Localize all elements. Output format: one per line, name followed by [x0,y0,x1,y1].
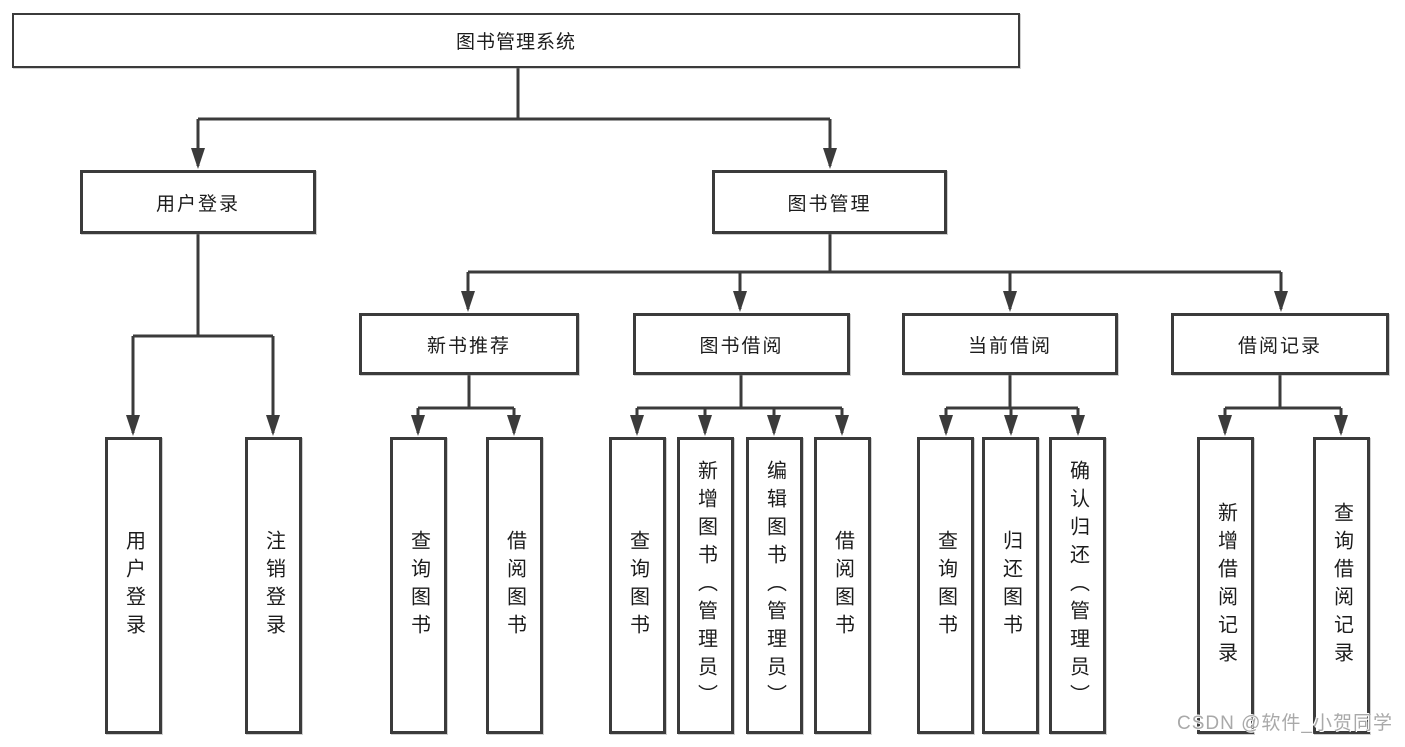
leaf-recommend-borrow-books-label: 借阅图书 [503,529,526,642]
leaf-add-books-admin: 新增图书（管理员） [677,437,734,734]
leaf-query-borrow-record: 查询借阅记录 [1313,437,1370,734]
node-new-book-recommend-label: 新书推荐 [426,335,511,357]
node-new-book-recommend: 新书推荐 [359,313,579,375]
leaf-current-query-books: 查询图书 [917,437,974,734]
csdn-watermark: CSDN @软件_小贺同学 [1177,713,1393,734]
node-user-login: 用户登录 [80,170,316,234]
node-book-management-label: 图书管理 [787,193,872,215]
node-user-login-label: 用户登录 [155,193,240,215]
leaf-borrow-query-books-label: 查询图书 [626,529,649,642]
leaf-return-books: 归还图书 [982,437,1039,734]
node-book-borrow-label: 图书借阅 [699,335,784,357]
node-root-label: 图书管理系统 [455,32,576,53]
leaf-add-borrow-record: 新增借阅记录 [1197,437,1254,734]
leaf-borrow-books: 借阅图书 [814,437,871,734]
leaf-edit-books-admin: 编辑图书（管理员） [746,437,803,734]
leaf-user-login: 用户登录 [105,437,162,734]
leaf-user-login-label: 用户登录 [122,529,145,642]
node-book-borrow: 图书借阅 [633,313,850,375]
leaf-borrow-books-label: 借阅图书 [831,529,854,642]
leaf-edit-books-admin-label: 编辑图书（管理员） [763,459,786,712]
leaf-return-books-label: 归还图书 [999,529,1022,642]
leaf-logout-label: 注销登录 [262,529,285,642]
node-borrow-records-label: 借阅记录 [1237,335,1322,357]
leaf-add-books-admin-label: 新增图书（管理员） [694,459,717,712]
leaf-recommend-borrow-books: 借阅图书 [486,437,543,734]
leaf-logout: 注销登录 [245,437,302,734]
leaf-borrow-query-books: 查询图书 [609,437,666,734]
leaf-confirm-return-admin-label: 确认归还（管理员） [1066,459,1089,712]
node-current-borrow: 当前借阅 [902,313,1118,375]
leaf-recommend-query-books: 查询图书 [390,437,447,734]
node-borrow-records: 借阅记录 [1171,313,1389,375]
leaf-add-borrow-record-label: 新增借阅记录 [1214,501,1237,670]
node-book-management: 图书管理 [712,170,947,234]
node-root: 图书管理系统 [12,13,1020,68]
node-current-borrow-label: 当前借阅 [967,335,1052,357]
leaf-query-borrow-record-label: 查询借阅记录 [1330,501,1353,670]
leaf-confirm-return-admin: 确认归还（管理员） [1049,437,1106,734]
leaf-current-query-books-label: 查询图书 [934,529,957,642]
leaf-recommend-query-books-label: 查询图书 [407,529,430,642]
